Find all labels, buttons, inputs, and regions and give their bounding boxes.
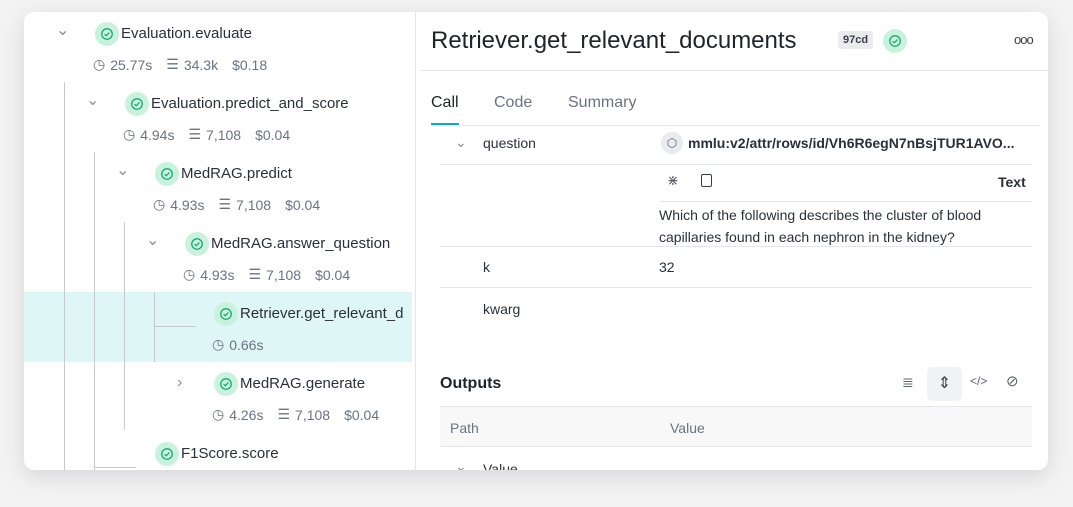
tree-line: [64, 82, 65, 470]
input-key-kwarg: kwarg: [483, 301, 521, 317]
outputs-title: Outputs: [440, 375, 502, 392]
tab-code[interactable]: Code: [494, 94, 533, 111]
divider: [440, 246, 1032, 247]
success-icon: [214, 302, 238, 326]
node-name: Retriever.get_relevant_d: [240, 305, 404, 322]
chevron-down-icon[interactable]: ⌄: [455, 458, 467, 470]
outputs-table-header: [440, 407, 1032, 447]
divider: [440, 406, 1032, 407]
clock-icon: ◷: [183, 266, 196, 282]
output-row-value[interactable]: Value: [483, 461, 518, 470]
clock-icon: ◷: [123, 126, 136, 142]
node-meta: ◷4.93s☰7,108$0.04: [153, 196, 321, 213]
node-meta: ◷25.77s☰34.3k$0.18: [93, 56, 268, 73]
tree-line: [94, 467, 136, 468]
tree-line: [124, 222, 125, 430]
chevron-down-icon[interactable]: ⌄: [56, 22, 70, 39]
tab-summary[interactable]: Summary: [568, 94, 637, 111]
node-meta: ◷4.26s☰7,108$0.04: [212, 406, 380, 423]
type-label: Text: [998, 174, 1026, 190]
clock-icon: ◷: [212, 406, 225, 422]
chevron-right-icon[interactable]: ›: [177, 374, 183, 391]
input-key-question: question: [483, 135, 536, 151]
tokens-icon: ☰: [166, 56, 179, 72]
node-meta: ◷4.93s☰7,108$0.04: [183, 266, 351, 283]
clock-icon: ◷: [153, 196, 166, 212]
divider: [440, 164, 1032, 165]
clock-icon: ◷: [212, 336, 225, 352]
node-meta: ◷4.94s☰7,108$0.04: [123, 126, 291, 143]
tokens-icon: ☰: [218, 196, 232, 212]
chevron-down-icon[interactable]: ⌄: [116, 162, 130, 179]
chevron-down-icon[interactable]: ⌄: [455, 134, 467, 150]
tab-call[interactable]: Call: [431, 94, 459, 111]
copy-icon[interactable]: [701, 174, 712, 187]
tree-line: [154, 292, 155, 362]
tree-node[interactable]: F1Score.score: [24, 432, 412, 470]
tokens-icon: ☰: [188, 126, 202, 142]
clock-icon: ◷: [93, 56, 106, 72]
tree-node[interactable]: ⌄ MedRAG.answer_question ◷4.93s☰7,108$0.04: [24, 222, 412, 292]
input-value-k: 32: [659, 259, 675, 275]
tokens-icon: ☰: [248, 266, 262, 282]
success-icon: [95, 22, 119, 46]
divider: [440, 287, 1032, 288]
call-tree: ⌄ Evaluation.evaluate ◷25.77s☰34.3k$0.18 ⌄ E…: [24, 12, 416, 470]
tree-node[interactable]: › MedRAG.generate ◷4.26s☰7,108$0.04: [24, 362, 412, 432]
tree-line: [94, 152, 95, 470]
tree-node[interactable]: Retriever.get_relevant_d ◷0.66s: [24, 292, 412, 362]
divider: [659, 201, 1032, 202]
digest-badge: 97cd: [838, 31, 874, 49]
tree-node[interactable]: ⌄ Evaluation.evaluate ◷25.77s☰34.3k$0.18: [24, 12, 412, 82]
tree-node[interactable]: ⌄ MedRAG.predict ◷4.93s☰7,108$0.04: [24, 152, 412, 222]
chevron-down-icon[interactable]: ⌄: [86, 92, 100, 109]
hide-icon[interactable]: ⊘: [1006, 373, 1019, 390]
dataset-ref-link[interactable]: mmlu:v2/attr/rows/id/Vh6R6egN7nBsjTUR1AV…: [688, 135, 1015, 151]
divider: [420, 70, 1048, 71]
tabs-divider: [431, 125, 1040, 126]
success-icon: [155, 162, 179, 186]
node-name: MedRAG.generate: [240, 375, 366, 392]
active-tab-indicator: [431, 123, 459, 125]
node-name: MedRAG.predict: [181, 165, 292, 182]
success-icon: [125, 92, 149, 116]
page-title: Retriever.get_relevant_documents: [431, 27, 797, 54]
chevron-down-icon[interactable]: ⌄: [146, 232, 160, 249]
code-icon[interactable]: </>: [970, 374, 988, 388]
expand-rows-icon[interactable]: ⇕: [927, 367, 962, 401]
cube-icon: ⬡: [661, 132, 683, 154]
trace-view: ⌄ Evaluation.evaluate ◷25.77s☰34.3k$0.18 ⌄ E…: [24, 12, 1048, 470]
node-name: Evaluation.evaluate: [121, 25, 252, 42]
tree-line: [154, 326, 196, 327]
success-icon: [883, 29, 907, 53]
node-meta: ◷0.66s: [212, 336, 264, 353]
success-icon: [155, 442, 179, 466]
node-name: Evaluation.predict_and_score: [151, 95, 349, 112]
column-header-value: Value: [670, 420, 705, 436]
question-text: Which of the following describes the clu…: [659, 207, 982, 245]
collapse-icon[interactable]: ⋇: [667, 172, 679, 188]
node-name: MedRAG.answer_question: [211, 235, 391, 252]
success-icon: [185, 232, 209, 256]
success-icon: [214, 372, 238, 396]
list-view-icon[interactable]: ≣: [902, 374, 914, 390]
more-options-icon[interactable]: ooo: [1014, 32, 1034, 47]
tokens-icon: ☰: [277, 406, 291, 422]
column-header-path: Path: [450, 420, 479, 436]
node-name: F1Score.score: [181, 445, 279, 462]
input-key-k: k: [483, 259, 490, 275]
tree-node[interactable]: ⌄ Evaluation.predict_and_score ◷4.94s☰7,10…: [24, 82, 412, 152]
